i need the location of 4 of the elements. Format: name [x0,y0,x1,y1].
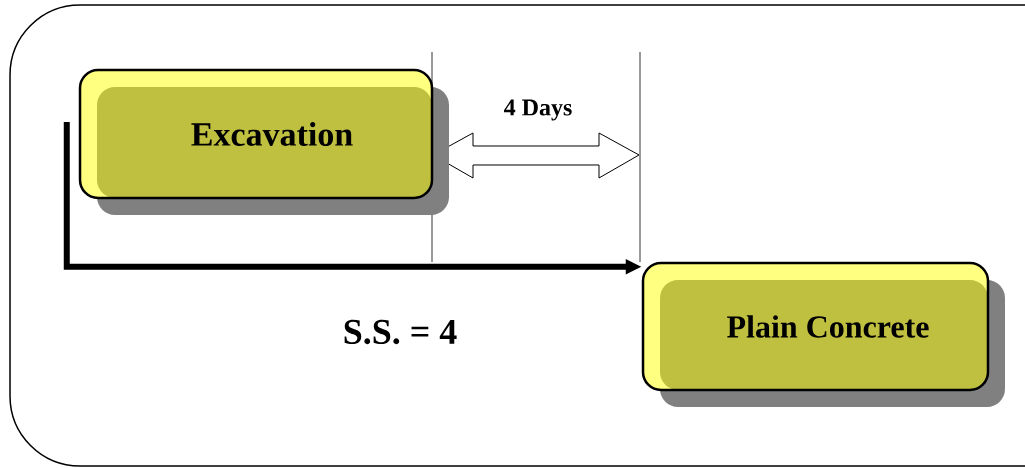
annotation-text: 4 Days [504,99,572,121]
task-box: Excavation [78,68,449,215]
task-box: Plain Concrete [641,261,1005,407]
annotation-text: S.S. = 4 [344,319,457,345]
